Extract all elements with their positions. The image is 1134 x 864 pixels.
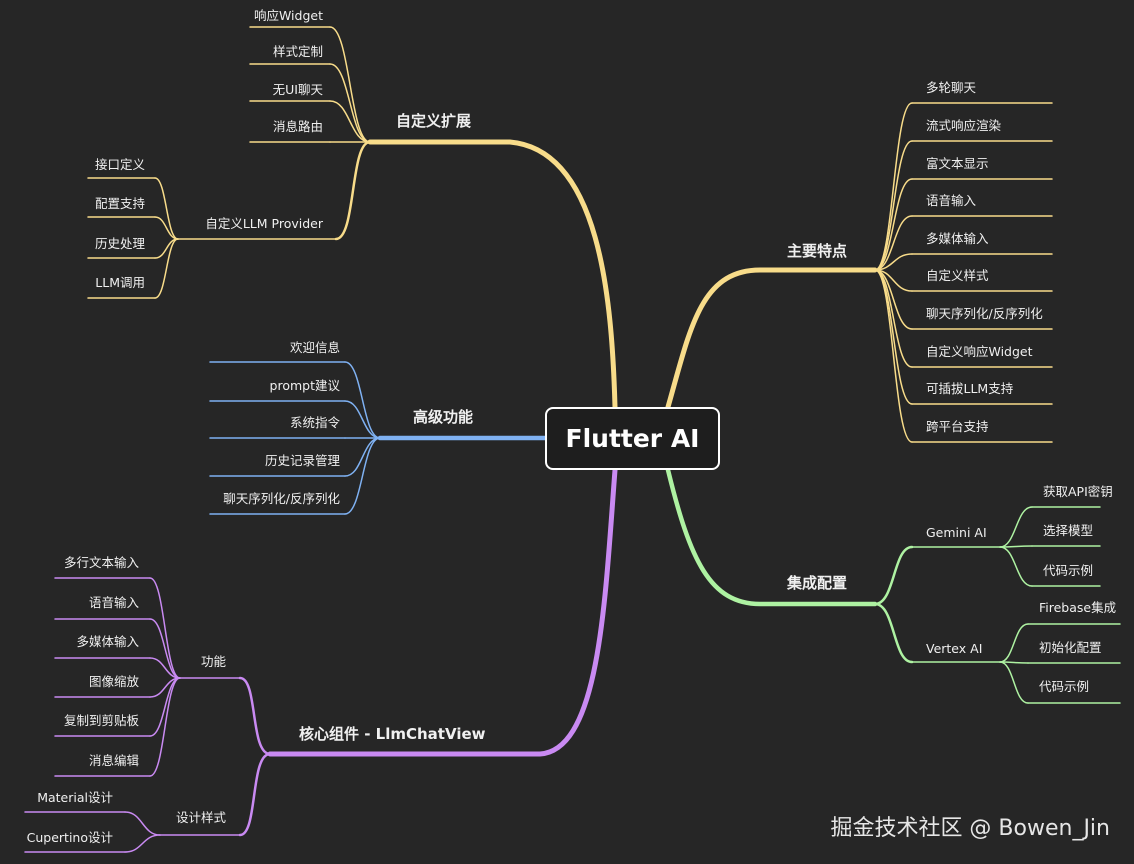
link-root-integration [665, 467, 878, 607]
leaf-prompt-suggestions[interactable]: prompt建议 [269, 378, 340, 393]
leaf-get-api-key[interactable]: 获取API密钥 [1043, 484, 1113, 499]
branch-advanced[interactable]: 高级功能 [413, 408, 474, 426]
leaf-select-model[interactable]: 选择模型 [1043, 523, 1094, 538]
link-integration-gemini [873, 545, 914, 606]
link-vertex-0 [999, 623, 1029, 663]
link-functions-5 [149, 677, 181, 777]
link-features-6 [874, 269, 913, 330]
leaf-llm-call[interactable]: LLM调用 [95, 275, 145, 290]
node-vertex-ai[interactable]: Vertex AI [926, 641, 983, 656]
leaf-system-instructions[interactable]: 系统指令 [289, 415, 340, 430]
leaf-message-routing[interactable]: 消息路由 [272, 119, 323, 134]
leaf-response-widget[interactable]: 响应Widget [253, 8, 323, 23]
leaf-headless-chat[interactable]: 无UI聊天 [272, 82, 323, 97]
link-features-9 [874, 269, 913, 443]
link-advanced-4 [344, 437, 381, 515]
leaf-voice-input-core[interactable]: 语音输入 [88, 595, 139, 610]
leaf-serialization[interactable]: 聊天序列化/反序列化 [926, 306, 1043, 321]
link-core-design [238, 752, 272, 837]
branch-main-features[interactable]: 主要特点 [787, 242, 848, 260]
leaf-code-example-vertex[interactable]: 代码示例 [1039, 679, 1090, 694]
leaf-copy-clipboard[interactable]: 复制到剪贴板 [63, 713, 139, 728]
leaf-voice-input[interactable]: 语音输入 [926, 193, 977, 208]
link-advanced-0 [344, 361, 381, 439]
leaf-material-design[interactable]: Material设计 [37, 790, 113, 805]
link-advanced-3 [344, 437, 381, 477]
leaf-rich-text[interactable]: 富文本显示 [926, 156, 989, 171]
link-custom-ext-2 [329, 100, 371, 143]
link-gemini-2 [999, 546, 1033, 587]
leaf-image-zoom[interactable]: 图像缩放 [88, 674, 139, 689]
watermark-text: 掘金技术社区 @ Bowen_Jin [830, 816, 1110, 841]
link-integration-vertex [873, 602, 914, 664]
link-custom-ext-provider [334, 140, 372, 241]
branch-integration[interactable]: 集成配置 [787, 574, 848, 592]
leaf-code-example-gemini[interactable]: 代码示例 [1043, 563, 1094, 578]
leaf-style-custom[interactable]: 样式定制 [272, 44, 323, 59]
leaf-cupertino-design[interactable]: Cupertino设计 [26, 830, 113, 845]
leaf-firebase-integration[interactable]: Firebase集成 [1039, 600, 1117, 615]
node-functions[interactable]: 功能 [200, 654, 226, 669]
branch-custom-extension[interactable]: 自定义扩展 [396, 112, 472, 130]
leaf-custom-response-widget[interactable]: 自定义响应Widget [926, 344, 1033, 359]
leaf-config-support[interactable]: 配置支持 [94, 196, 145, 211]
link-custom-ext-1 [329, 63, 371, 143]
link-design-1 [124, 834, 161, 853]
node-design-style[interactable]: 设计样式 [175, 810, 226, 825]
leaf-custom-style[interactable]: 自定义样式 [926, 268, 989, 283]
link-root-features [665, 267, 878, 410]
link-provider-0 [154, 177, 179, 240]
root-node[interactable]: Flutter AI [545, 407, 720, 470]
leaf-multimedia-input-core[interactable]: 多媒体输入 [76, 634, 139, 649]
link-core-functions [238, 676, 272, 756]
leaf-pluggable-llm[interactable]: 可插拔LLM支持 [926, 381, 1014, 396]
leaf-message-edit[interactable]: 消息编辑 [88, 753, 139, 768]
link-provider-3 [154, 238, 179, 299]
link-provider-1 [154, 216, 179, 240]
link-features-3 [874, 215, 913, 271]
leaf-multi-turn-chat[interactable]: 多轮聊天 [926, 80, 977, 95]
link-root-custom-ext [367, 139, 618, 410]
link-functions-1 [149, 618, 181, 679]
leaf-streaming-render[interactable]: 流式响应渲染 [926, 118, 1002, 133]
leaf-multimedia-input[interactable]: 多媒体输入 [926, 231, 989, 246]
leaf-history-handling[interactable]: 历史处理 [94, 236, 145, 251]
branch-core-component[interactable]: 核心组件 - LlmChatView [299, 725, 486, 743]
node-custom-llm-provider[interactable]: 自定义LLM Provider [205, 216, 323, 231]
link-root-core [267, 467, 618, 757]
link-features-1 [874, 140, 913, 271]
leaf-chat-serialization[interactable]: 聊天序列化/反序列化 [223, 491, 340, 506]
leaf-init-config[interactable]: 初始化配置 [1039, 640, 1102, 655]
leaf-history-management[interactable]: 历史记录管理 [264, 453, 340, 468]
link-advanced-1 [344, 400, 381, 439]
leaf-interface-def[interactable]: 接口定义 [94, 157, 145, 172]
link-functions-2 [149, 657, 181, 679]
leaf-cross-platform[interactable]: 跨平台支持 [926, 419, 989, 434]
link-features-0 [874, 102, 913, 271]
link-features-2 [874, 178, 913, 271]
leaf-multiline-input[interactable]: 多行文本输入 [63, 555, 139, 570]
link-design-0 [124, 811, 161, 836]
node-gemini-ai[interactable]: Gemini AI [926, 525, 987, 540]
link-functions-0 [149, 577, 181, 679]
link-vertex-2 [999, 661, 1029, 704]
link-custom-ext-0 [329, 26, 371, 143]
leaf-welcome-message[interactable]: 欢迎信息 [289, 340, 340, 355]
link-gemini-0 [999, 506, 1033, 548]
link-features-4 [874, 253, 913, 271]
